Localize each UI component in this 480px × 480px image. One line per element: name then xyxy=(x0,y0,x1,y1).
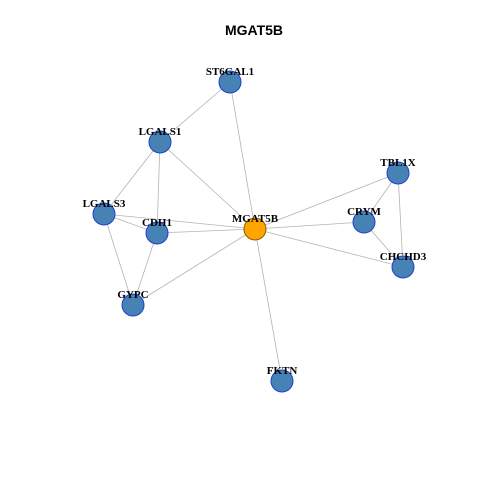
edge-tbl1x-chchd3 xyxy=(397,172,404,268)
node-label-chchd3: CHCHD3 xyxy=(380,251,427,263)
edge-lgals1-lgals3 xyxy=(103,141,161,215)
node-label-st6gal1: ST6GAL1 xyxy=(206,66,254,78)
graph-title: MGAT5B xyxy=(225,22,283,38)
edge-lgals1-cdh1 xyxy=(156,141,161,234)
node-lgals3[interactable] xyxy=(92,202,116,226)
edge-lgals3-gypc xyxy=(103,213,134,306)
node-chchd3[interactable] xyxy=(391,255,415,279)
edge-mgat5b-lgals1 xyxy=(159,141,256,230)
node-tbl1x[interactable] xyxy=(386,161,410,185)
node-label-mgat5b: MGAT5B xyxy=(232,213,279,225)
edge-mgat5b-crym xyxy=(254,221,365,230)
edge-mgat5b-tbl1x xyxy=(254,172,399,230)
node-st6gal1[interactable] xyxy=(218,70,242,94)
edge-mgat5b-gypc xyxy=(132,228,256,306)
node-label-gypc: GYPC xyxy=(117,289,148,301)
node-label-cdh1: CDH1 xyxy=(142,217,172,229)
edge-st6gal1-lgals1 xyxy=(159,81,231,143)
edge-mgat5b-cdh1 xyxy=(156,228,256,234)
node-crym[interactable] xyxy=(352,210,376,234)
edge-mgat5b-lgals3 xyxy=(103,213,256,230)
node-fktn[interactable] xyxy=(270,369,294,393)
edge-mgat5b-fktn xyxy=(254,228,283,382)
node-lgals1[interactable] xyxy=(148,130,172,154)
node-cdh1[interactable] xyxy=(145,221,169,245)
edge-mgat5b-st6gal1 xyxy=(229,81,256,230)
node-label-fktn: FKTN xyxy=(267,365,298,377)
node-mgat5b[interactable] xyxy=(243,217,267,241)
node-gypc[interactable] xyxy=(121,293,145,317)
edge-layer xyxy=(103,81,404,382)
node-label-crym: CRYM xyxy=(347,206,381,218)
edge-cdh1-gypc xyxy=(132,232,158,306)
node-label-lgals1: LGALS1 xyxy=(139,126,182,138)
edge-mgat5b-chchd3 xyxy=(254,228,404,268)
node-layer xyxy=(92,70,415,393)
node-label-tbl1x: TBL1X xyxy=(380,157,416,169)
node-label-lgals3: LGALS3 xyxy=(83,198,126,210)
